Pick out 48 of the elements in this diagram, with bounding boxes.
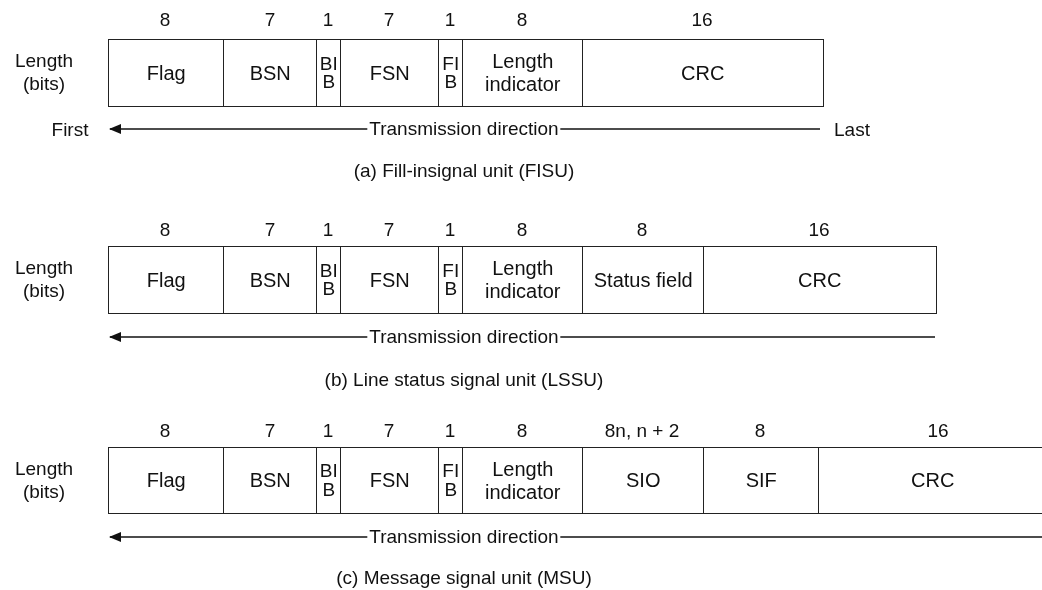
- field-box: [316, 39, 342, 107]
- field-box: [582, 246, 705, 314]
- field-box: [818, 447, 1042, 514]
- field-name: FSN: [369, 61, 410, 85]
- field-name: Length indicator: [483, 457, 562, 504]
- field-box: [340, 447, 440, 514]
- field-name: Length indicator: [483, 257, 562, 303]
- field-box: [462, 39, 584, 107]
- field-name: CRC: [798, 268, 842, 292]
- field-box: [316, 447, 342, 514]
- field-box: [223, 246, 318, 314]
- field-box: [316, 246, 342, 314]
- field-name: BIB: [319, 462, 339, 499]
- field-box: [462, 246, 584, 314]
- field-name: SIO: [626, 469, 661, 492]
- field-box: [703, 246, 937, 314]
- field-name: FSN: [369, 469, 410, 492]
- field-box: [223, 39, 318, 107]
- field-name: Flag: [146, 61, 186, 85]
- field-box: [438, 447, 464, 514]
- field-box: [582, 447, 705, 514]
- field-name: BIB: [319, 54, 339, 92]
- field-name: BSN: [249, 268, 291, 292]
- field-name: Flag: [146, 469, 186, 492]
- field-box: [108, 246, 225, 314]
- field-box: [703, 447, 820, 514]
- field-name: CRC: [911, 469, 955, 492]
- field-box: [108, 447, 225, 514]
- field-name: CRC: [681, 61, 725, 85]
- field-box: [223, 447, 318, 514]
- field-box: [462, 447, 584, 514]
- field-name: Status field: [593, 268, 693, 292]
- field-name: Flag: [146, 268, 186, 292]
- field-name: Length indicator: [483, 50, 562, 96]
- field-name: FIB: [441, 462, 461, 499]
- field-box: [108, 39, 225, 107]
- field-box: [582, 39, 824, 107]
- field-box: [438, 39, 464, 107]
- field-name: BIB: [319, 261, 339, 299]
- field-name: FIB: [441, 54, 461, 92]
- field-box: [340, 39, 440, 107]
- field-box: [340, 246, 440, 314]
- field-box: [438, 246, 464, 314]
- field-name: SIF: [745, 469, 777, 492]
- field-name: FIB: [441, 261, 461, 299]
- field-name: FSN: [369, 268, 410, 292]
- field-name: BSN: [249, 469, 291, 492]
- field-name: BSN: [249, 61, 291, 85]
